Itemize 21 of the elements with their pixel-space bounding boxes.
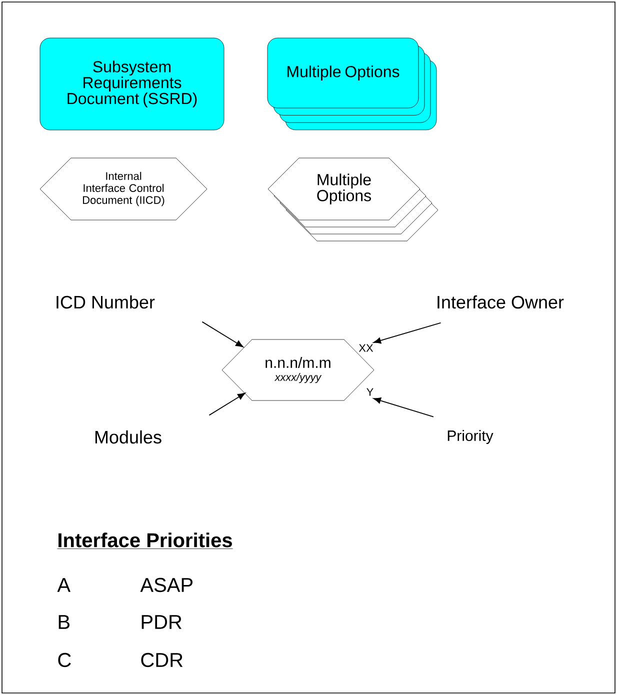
stacked-document-box: Multiple Options: [267, 38, 437, 130]
interface-hexagon: Internal Interface Control Document (IICD): [40, 158, 208, 220]
callout-label: Y: [366, 388, 374, 396]
priority-text: PDR: [142, 615, 182, 629]
leader-arrow: [373, 322, 442, 344]
priority-text: A: [57, 578, 70, 592]
callout-label: Priority: [448, 430, 494, 444]
priority-text: CDR: [141, 652, 183, 668]
priority-text: C: [58, 652, 71, 668]
priority-text: ASAP: [140, 578, 192, 592]
callout-label: XX: [358, 344, 374, 352]
stacked-interface-hexagon: Multiple Options: [268, 158, 438, 242]
leader-arrow: [208, 392, 246, 416]
callout-label: Modules: [95, 430, 162, 444]
section-heading: Interface Priorities: [57, 532, 234, 549]
document-box: Subsystem Requirements Document (SSRD): [40, 38, 224, 130]
leader-arrow: [373, 397, 434, 418]
callout-label: Interface Owner: [438, 295, 564, 309]
priority-text: B: [58, 615, 70, 629]
callout-label: ICD Number: [56, 295, 155, 309]
leader-arrow: [202, 321, 244, 348]
